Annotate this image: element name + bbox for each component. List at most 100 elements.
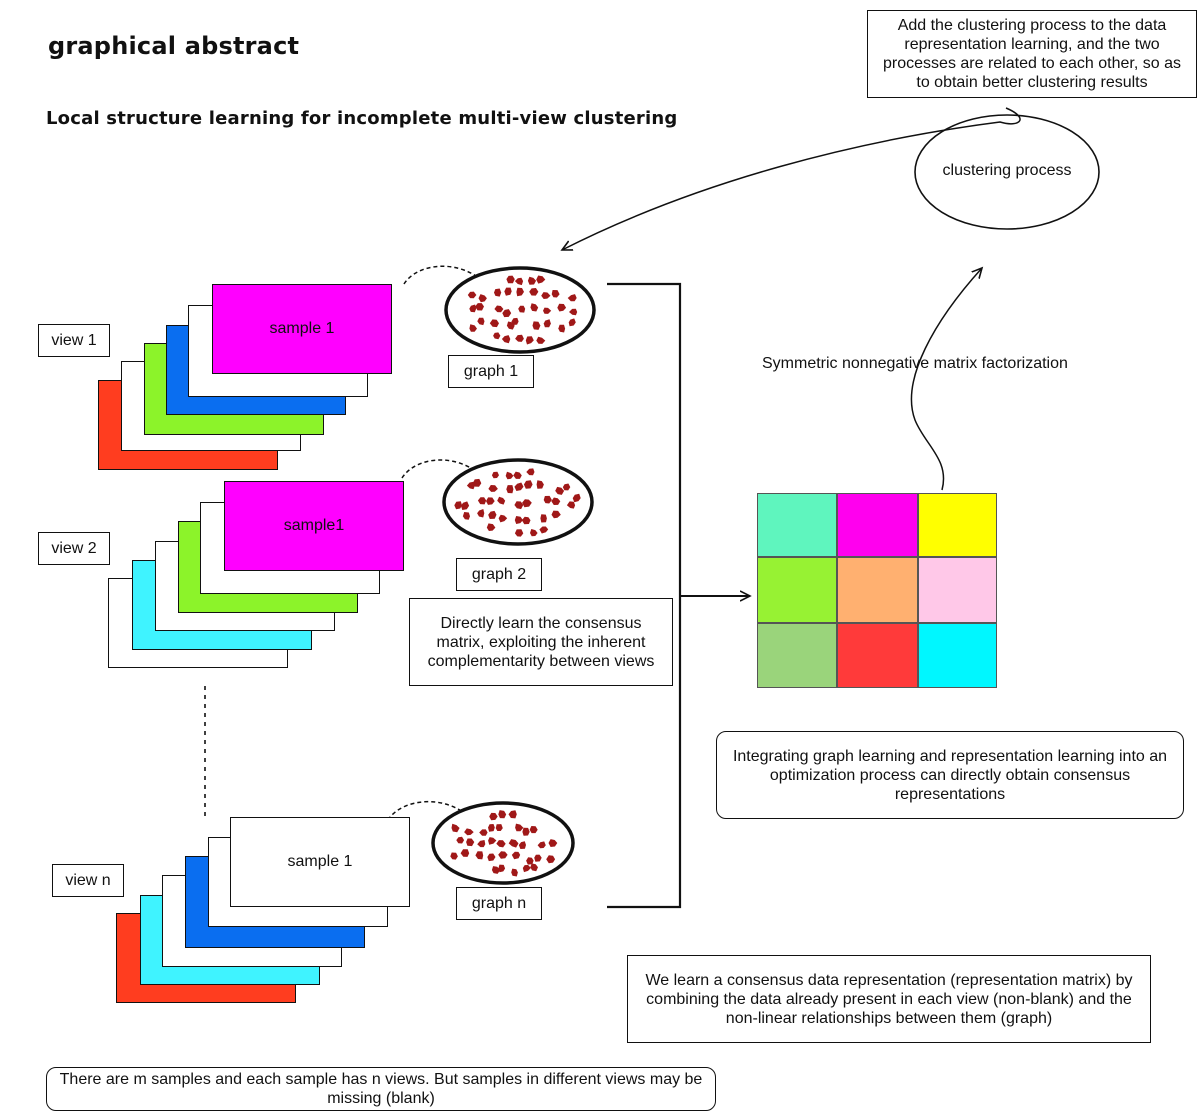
graph-node-dot (488, 824, 495, 832)
page-subtitle: Local structure learning for incomplete … (46, 108, 678, 129)
graph-node-dot (548, 839, 558, 847)
graph-node-dot (515, 334, 524, 342)
graph-node-dot (511, 868, 518, 877)
graph-node-dot (469, 324, 477, 332)
graph-node-dot (502, 309, 512, 318)
matrix-cell (757, 557, 837, 623)
graph-node-dot (532, 321, 541, 330)
graph-node-dot (515, 823, 524, 832)
graph-node-dot (536, 336, 546, 344)
graph-node-dot (530, 529, 538, 537)
graph-node-dot (477, 497, 487, 505)
graph-node-dot (475, 851, 484, 860)
graph-node-dot (498, 864, 506, 873)
graph-node-dot (555, 486, 565, 495)
learn-note-box: We learn a consensus data representation… (627, 955, 1151, 1043)
integrating-note-text: Integrating graph learning and represent… (732, 747, 1168, 803)
graph-1-label: graph 1 (448, 355, 534, 388)
graph-node-dot (529, 288, 539, 296)
graph-node-dot (467, 291, 477, 299)
graph-node-dot (487, 853, 496, 862)
view-2-sample-label: sample1 (283, 517, 345, 534)
graph-node-dot (460, 501, 470, 510)
graph-node-dot (534, 854, 542, 862)
matrix-cell (918, 557, 997, 623)
graph-node-dot (540, 514, 547, 523)
matrix-cell (757, 623, 837, 688)
graph-node-dot (569, 308, 578, 316)
graph-node-dot (491, 471, 499, 479)
graph-node-dot (501, 335, 511, 344)
matrix-cell (837, 557, 918, 623)
graph-node-dot (488, 510, 497, 519)
graph-node-dot (536, 275, 546, 284)
graph-node-dot (488, 485, 498, 492)
graph-node-dot (478, 294, 487, 303)
graph-node-dot (522, 827, 530, 836)
graph-node-dot (460, 849, 470, 857)
graph-node-dot (495, 824, 503, 831)
graph-node-dot (568, 318, 576, 327)
bottom-note-text: There are m samples and each sample has … (59, 1071, 703, 1107)
view-1-sample-card: sample 1 (212, 284, 392, 374)
graph-node-dot (466, 481, 475, 490)
graph-node-dot (494, 305, 504, 313)
graph-node-dot (537, 841, 546, 849)
graph-node-dot (518, 305, 526, 313)
clustering-note-box: Add the clustering process to the data r… (867, 10, 1197, 98)
graph-node-dot (529, 826, 538, 834)
graph-node-dot (514, 482, 524, 491)
graph-node-dot (486, 523, 496, 531)
graph-node-dot (491, 866, 501, 874)
graph-node-dot (488, 837, 497, 845)
graph-node-dot (530, 303, 539, 312)
graph-node-dot (566, 501, 576, 509)
graph-node-dot (498, 851, 508, 859)
consensus-note-text: Directly learn the consensus matrix, exp… (427, 614, 655, 670)
graph-node-dot (536, 480, 544, 489)
dotted-arrow-viewn (387, 800, 470, 821)
view-2-sample-card: sample1 (224, 481, 404, 571)
graph-node-dot (505, 471, 514, 480)
clustering-note-text: Add the clustering process to the data r… (883, 17, 1181, 91)
view-n-label: view n (52, 864, 124, 897)
graph-node-dot (450, 852, 458, 860)
graph-node-dot (516, 287, 524, 297)
graph-node-dot (558, 324, 566, 333)
view-n-sample-card: sample 1 (230, 817, 410, 907)
graph-node-dot (489, 319, 499, 328)
graph-node-dot (539, 526, 549, 534)
graph-node-dot (498, 514, 508, 523)
bottom-note-box: There are m samples and each sample has … (46, 1067, 716, 1111)
graph-node-dot (451, 823, 460, 833)
graph-node-dot (477, 509, 485, 518)
graph-node-dot (513, 471, 522, 479)
graph-node-dot (486, 497, 495, 505)
snmf-curve-arrow (910, 268, 982, 491)
graph-node-dot (567, 294, 577, 302)
graph-n-dots (450, 810, 558, 877)
graph-node-dot (498, 810, 507, 819)
graph-node-dot (572, 493, 581, 503)
graph-node-dot (551, 290, 560, 298)
graph-node-dot (522, 499, 532, 508)
graph-node-dot (508, 839, 519, 848)
feedback-arrow (562, 107, 1021, 250)
graph-node-dot (523, 480, 533, 489)
graph-node-dot (504, 287, 512, 296)
graph-node-dot (454, 501, 462, 510)
graph-node-dot (508, 810, 517, 819)
graph-node-dot (562, 483, 571, 491)
graph-node-dot (469, 304, 477, 313)
graph-node-dot (526, 857, 534, 865)
graph-node-dot (525, 336, 534, 345)
graph-2-label: graph 2 (456, 558, 542, 591)
graph-node-dot (518, 841, 526, 849)
snmf-label: Symmetric nonnegative matrix factorizati… (762, 355, 1068, 372)
graph-node-dot (472, 478, 482, 487)
graph-2-dots (454, 468, 581, 537)
graph-node-dot (475, 303, 484, 311)
matrix-cell (837, 623, 918, 688)
graph-node-dot (477, 317, 485, 326)
graph-node-dot (543, 495, 552, 504)
